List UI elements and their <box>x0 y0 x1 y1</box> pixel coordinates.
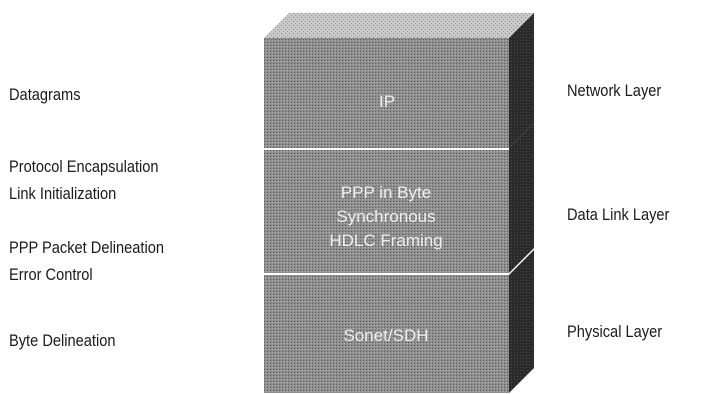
byte-delineation-label: Byte Delineation <box>9 331 116 350</box>
ppp-label-line-1: PPP in Byte <box>341 183 431 202</box>
datagrams-label: Datagrams <box>9 85 81 104</box>
link-initialization-label: Link Initialization <box>9 184 117 203</box>
sonet-label: Sonet/SDH <box>343 326 428 345</box>
ppp-label-line-3: HDLC Framing <box>329 231 442 250</box>
sonet-block <box>264 250 534 393</box>
network-layer-label: Network Layer <box>567 81 662 100</box>
data-link-layer-label: Data Link Layer <box>567 205 670 224</box>
sonet-block-side-face <box>509 250 534 393</box>
ip-block <box>264 13 534 148</box>
ip-label: IP <box>379 92 395 111</box>
ppp-block <box>264 123 534 273</box>
ip-block-front-face <box>264 38 509 148</box>
protocol-encapsulation-label: Protocol Encapsulation <box>9 157 159 176</box>
sonet-block-front-face <box>264 275 509 393</box>
ppp-label-line-2: Synchronous <box>336 207 435 226</box>
ip-block-side-face <box>509 13 534 148</box>
physical-layer-label: Physical Layer <box>567 322 663 341</box>
error-control-label: Error Control <box>9 265 93 284</box>
ppp-block-side-face <box>509 123 534 273</box>
ppp-block-front-face <box>264 150 509 273</box>
ppp-packet-delineation-label: PPP Packet Delineation <box>9 238 164 257</box>
ip-block-top-face <box>264 13 534 38</box>
